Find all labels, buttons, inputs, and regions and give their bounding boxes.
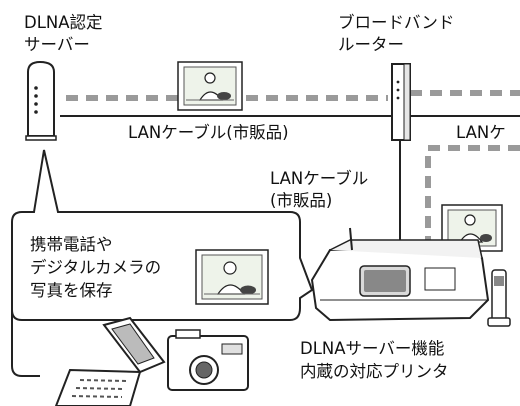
lan-cable-label-right: LANケ (456, 123, 506, 142)
cordless-phone-icon (487, 269, 511, 327)
callout-bubble-lower (11, 300, 40, 377)
dlna-server-label-line2: サーバー (24, 35, 90, 54)
devices-label-line3: 写真を保存 (30, 281, 113, 300)
router-icon (391, 63, 411, 141)
photo-icon (177, 61, 243, 111)
router-label-line1: ブロードバンド (338, 13, 455, 32)
devices-label-line2: デジタルカメラの (30, 258, 162, 277)
digital-camera-icon (167, 329, 249, 391)
server-icon (25, 60, 57, 141)
flip-phone-icon (54, 316, 166, 406)
lan-cable-label-top: LANケーブル(市販品) (128, 123, 289, 142)
lan-cable-label-vertical-line2: (市販品) (270, 191, 333, 210)
wireless-link-printer-branch (425, 145, 520, 255)
printer-label-line1: DLNAサーバー機能 (300, 339, 445, 358)
devices-label-line1: 携帯電話や (30, 235, 113, 254)
dlna-server-label-line1: DLNA認定 (24, 13, 103, 32)
photo-icon-callout (195, 249, 269, 305)
lan-cable-label-vertical-line1: LANケーブル (270, 169, 369, 188)
router-label-line2: ルーター (338, 35, 404, 54)
printer-label-line2: 内蔵の対応プリンタ (300, 362, 449, 381)
printer-icon (310, 227, 490, 322)
callout-bubble (11, 149, 314, 321)
